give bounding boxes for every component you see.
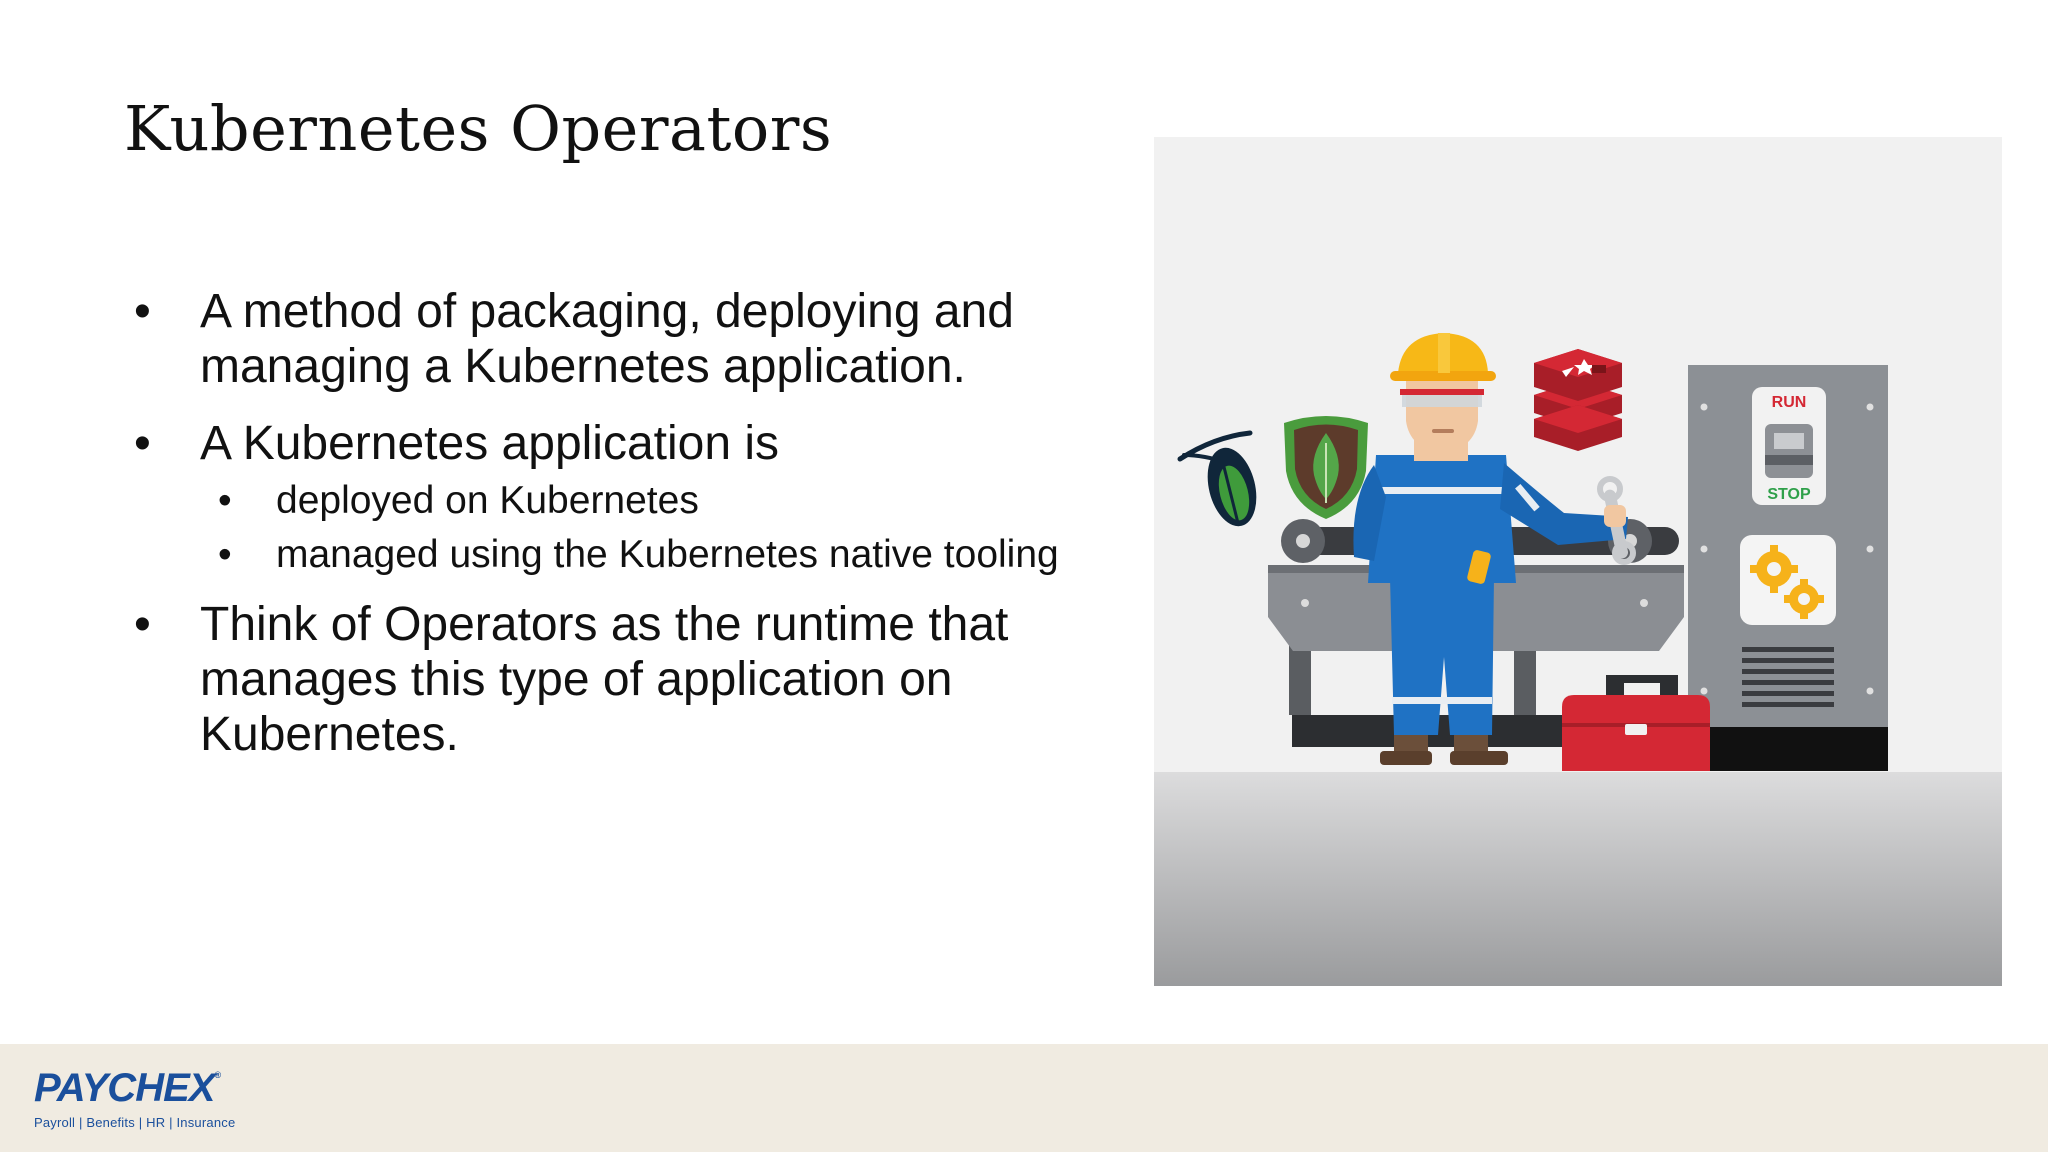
wrench-icon (1597, 476, 1636, 565)
redis-icon (1534, 349, 1622, 451)
footer-bar (0, 1044, 2048, 1152)
control-cabinet: RUN STOP (1688, 365, 1888, 771)
bullet-marker: • (134, 417, 151, 470)
registered-mark: ® (214, 1070, 221, 1080)
bullet-marker: • (134, 285, 151, 338)
vent-grille (1742, 647, 1834, 707)
paychex-logo: PAYCHEX® (34, 1066, 221, 1111)
bullet-marker: • (218, 479, 232, 522)
bullet-text: A Kubernetes application is (200, 417, 780, 470)
logo-tagline: Payroll | Benefits | HR | Insurance (34, 1115, 236, 1130)
sub-bullet-item: • managed using the Kubernetes native to… (130, 531, 1140, 579)
gears-icon (1750, 545, 1824, 619)
sub-bullet-text: managed using the Kubernetes native tool… (276, 533, 1059, 576)
bullet-item: • A Kubernetes application is (130, 416, 1140, 471)
leaf-shield-icon (1284, 416, 1368, 519)
worker (1353, 333, 1628, 765)
bullet-text: A method of packaging, deploying and man… (200, 285, 1014, 393)
bullet-list: • A method of packaging, deploying and m… (130, 284, 1140, 784)
bullet-item: • A method of packaging, deploying and m… (130, 284, 1140, 394)
bullet-marker: • (134, 598, 151, 651)
slide-title: Kubernetes Operators (124, 92, 833, 165)
bullet-marker: • (218, 533, 232, 576)
toolbox-icon (1562, 675, 1710, 771)
stop-label: STOP (1767, 486, 1811, 503)
operator-illustration: RUN STOP (1154, 137, 2002, 986)
run-label: RUN (1772, 394, 1807, 411)
bullet-item: • Think of Operators as the runtime that… (130, 597, 1140, 762)
sub-bullet-item: • deployed on Kubernetes (130, 477, 1140, 525)
beetle-icon (1177, 430, 1257, 527)
sub-bullet-list: • deployed on Kubernetes • managed using… (130, 477, 1140, 579)
sub-bullet-text: deployed on Kubernetes (276, 479, 699, 522)
logo-wordmark: PAYCHEX (34, 1066, 215, 1110)
bullet-text: Think of Operators as the runtime that m… (200, 598, 1009, 761)
